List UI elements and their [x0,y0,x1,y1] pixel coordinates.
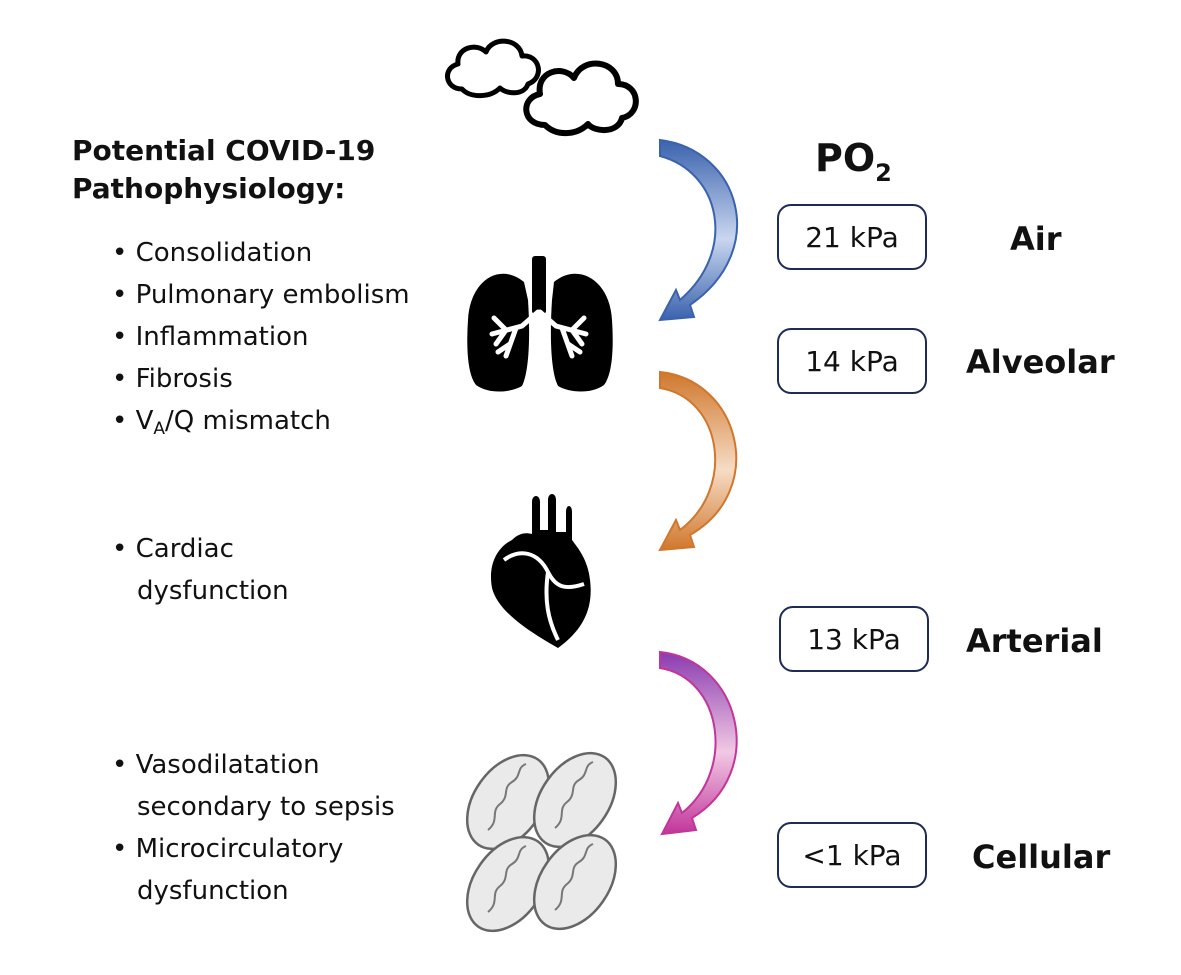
po2-value-box-arterial: 13 kPa [779,606,929,672]
list-item: • Vasodilatation [112,750,320,780]
stage-label-cellular: Cellular [972,838,1111,876]
stage-label-alveolar: Alveolar [966,343,1115,381]
heart-icon [490,494,591,648]
stage-label-air: Air [1010,220,1062,258]
cardiac-factor-list: • Cardiac dysfunction [112,528,289,612]
cloud-icon [445,38,541,99]
list-item-continuation: dysfunction [137,576,289,606]
list-item-continuation: secondary to sepsis [137,792,395,822]
cloud-icon [523,60,639,137]
diagram-title: Potential COVID-19 Pathophysiology: [72,132,375,208]
circulatory-factor-list: • Vasodilatation secondary to sepsis • M… [112,744,395,912]
list-item-continuation: dysfunction [137,876,289,906]
list-item: • Microcirculatory [112,834,344,864]
title-line-1: Potential COVID-19 [72,134,376,167]
vq-mismatch-item: • VA/Q mismatch [112,406,331,439]
arrow-air-to-lungs [658,138,739,322]
mitochondria-icon [465,751,618,933]
po2-value-box-cellular: <1 kPa [777,822,927,888]
arrow-lungs-to-heart [658,370,738,552]
stage-label-arterial: Arterial [966,622,1103,660]
mitochondria-cristae [487,761,594,913]
po2-heading: PO2 [815,136,892,187]
list-item: • Consolidation [112,238,313,268]
title-line-2: Pathophysiology: [72,172,346,205]
list-item: • Cardiac [112,534,234,564]
po2-value-box-alveolar: 14 kPa [777,328,927,394]
list-item: • Fibrosis [112,364,233,394]
lung-factor-list: • Consolidation • Pulmonary embolism • I… [112,232,410,450]
lungs-icon [467,256,613,392]
arrow-heart-to-cells [659,650,738,836]
list-item: • Pulmonary embolism [112,280,410,310]
po2-value-box-air: 21 kPa [777,204,927,270]
list-item: • Inflammation [112,322,309,352]
